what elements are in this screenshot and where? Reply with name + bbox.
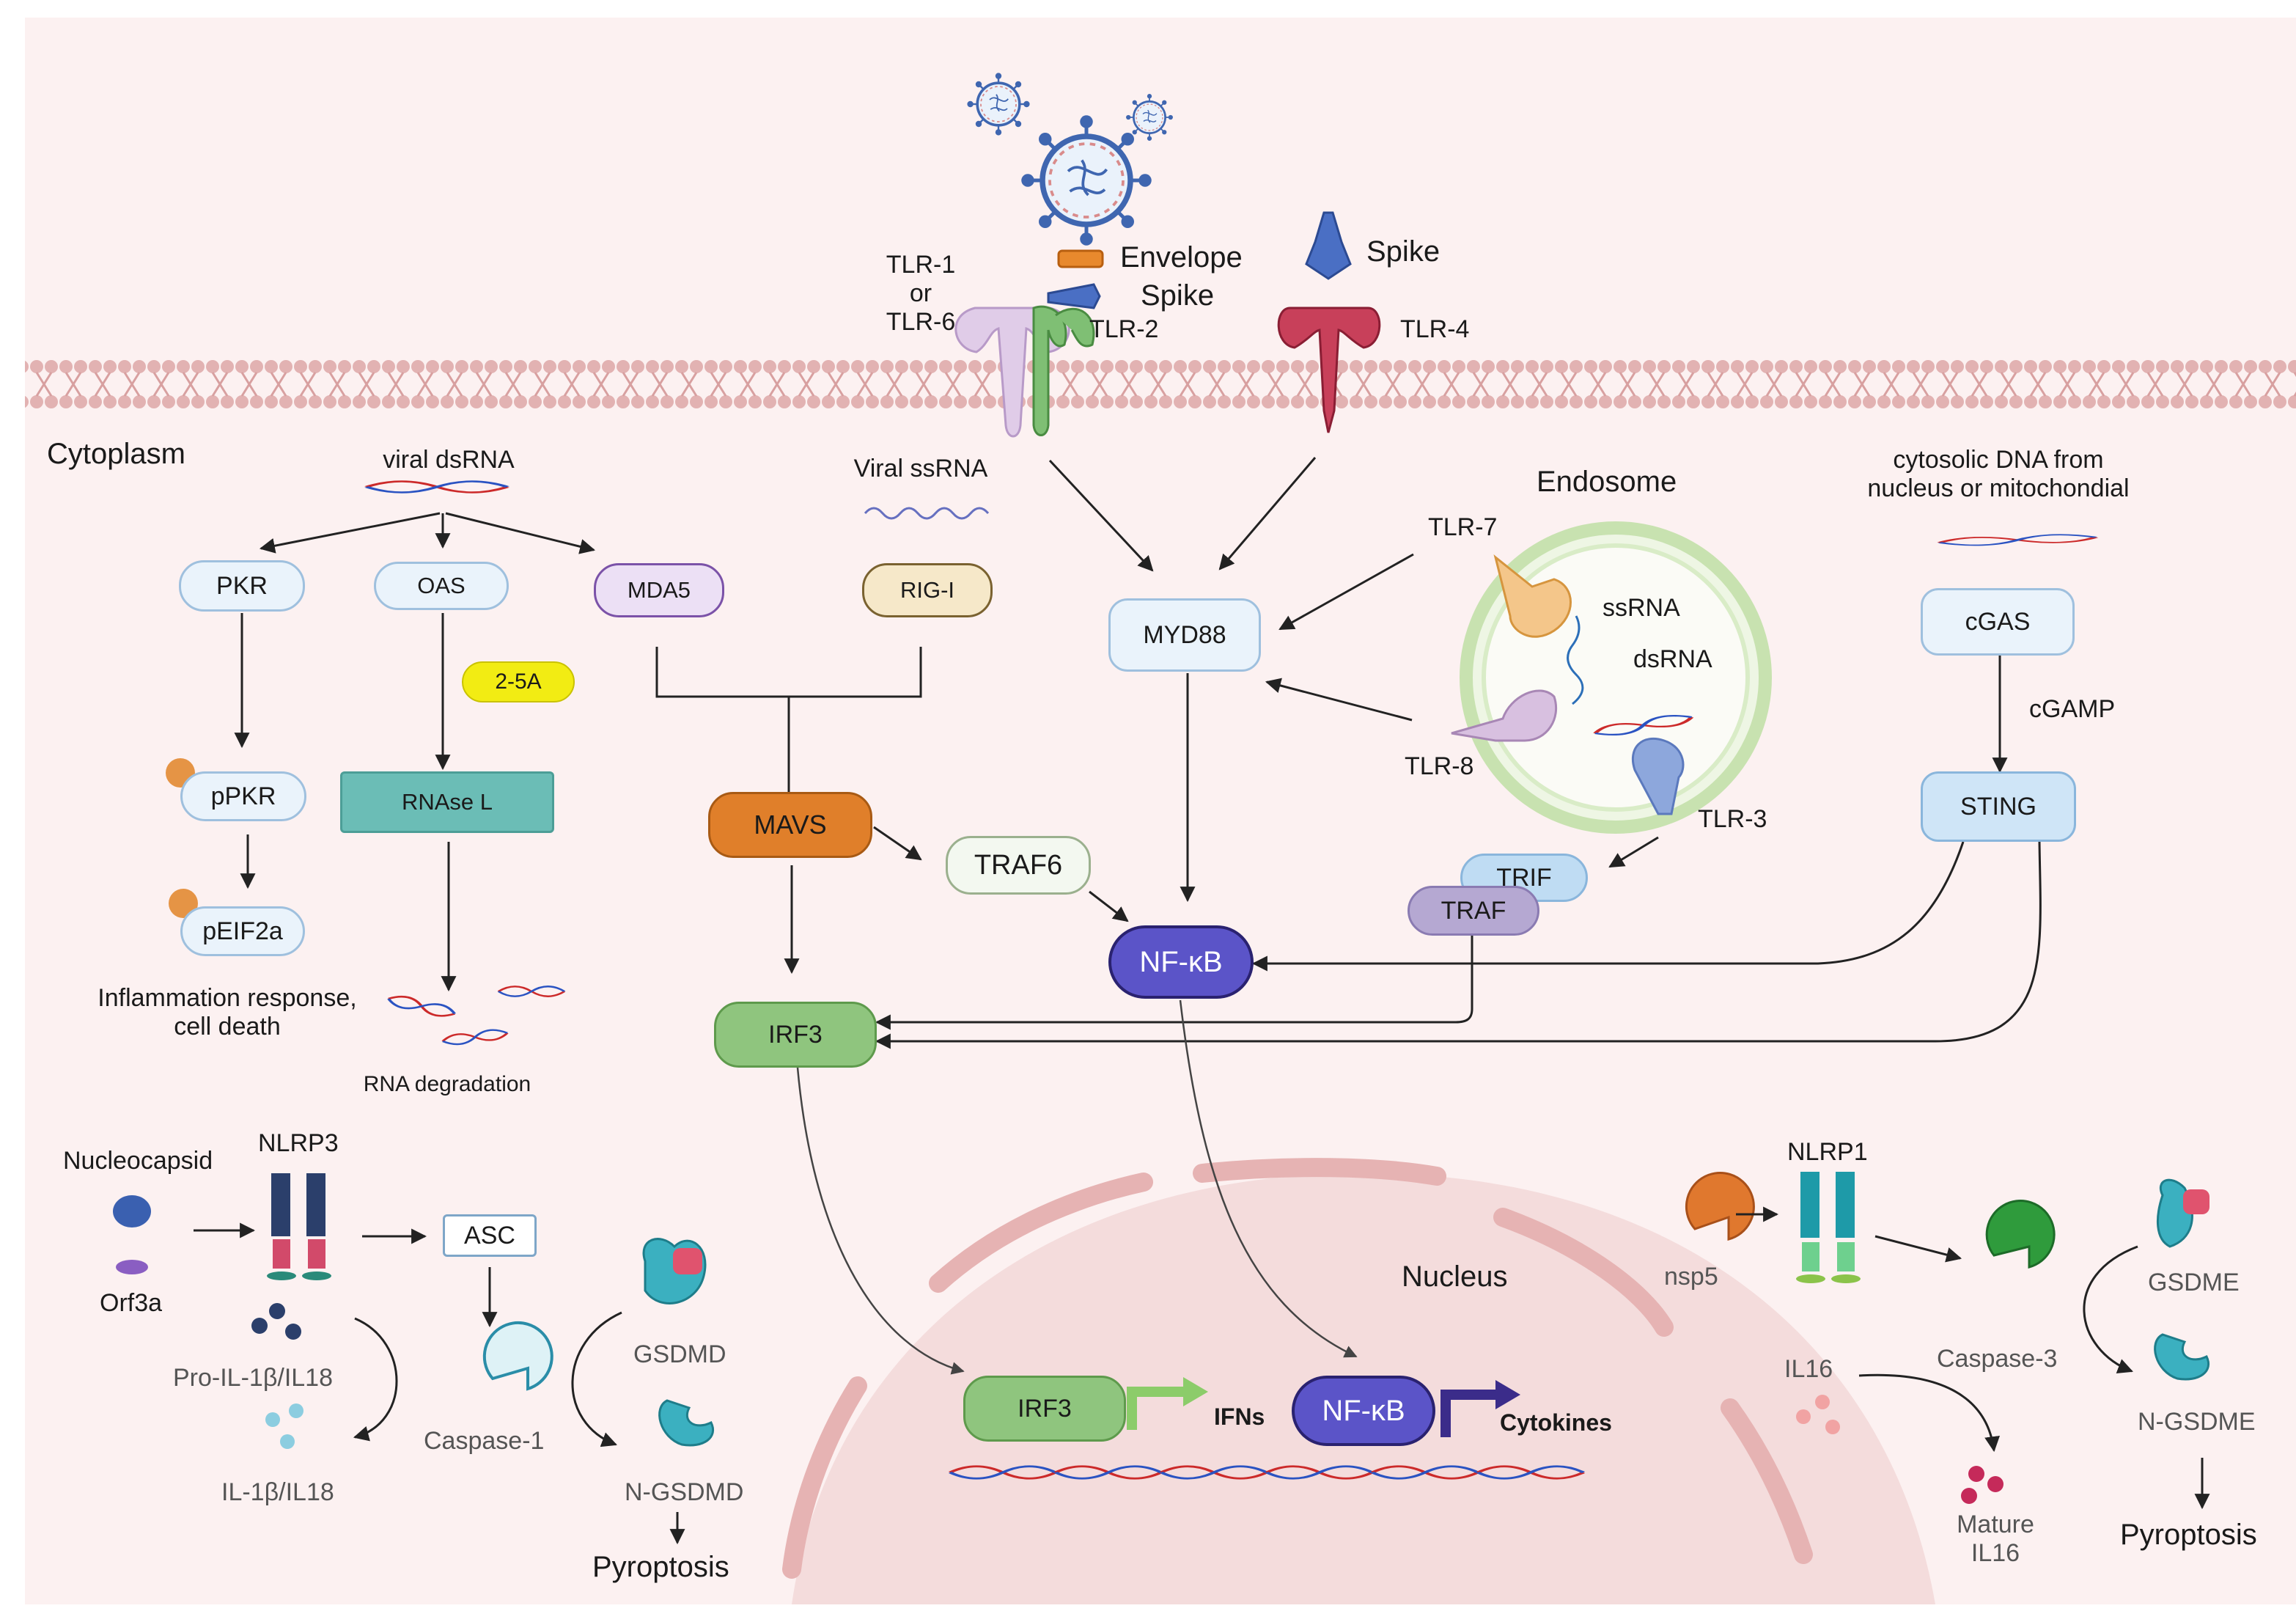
- endosome-icon: [1451, 521, 1772, 834]
- ssrna-icon: [864, 507, 990, 520]
- tlr3-label: TLR-3: [1698, 805, 1767, 833]
- caspase-icon: [482, 1171, 2056, 1391]
- il1b-label: IL-1β/IL18: [221, 1478, 334, 1506]
- cgamp-label: cGAMP: [2029, 695, 2116, 723]
- peif2a-node: pEIF2a: [180, 906, 305, 956]
- endosome-label: Endosome: [1537, 466, 1677, 498]
- gsdm-icon: [642, 1178, 2209, 1447]
- pro-il1b-label: Pro-IL-1β/IL18: [173, 1364, 333, 1392]
- asc-node: ASC: [443, 1214, 537, 1257]
- rnase-l-node: RNAse L: [340, 771, 554, 833]
- rig-i-node: RIG-I: [862, 563, 993, 617]
- nucleocapsid-label: Nucleocapsid: [63, 1147, 213, 1175]
- spike-label-tlr4: Spike: [1366, 235, 1440, 268]
- mda5-node: MDA5: [594, 563, 724, 617]
- cell-membrane: [25, 359, 2296, 409]
- inflammasome-icon: [267, 1172, 1861, 1283]
- viral-dsrna-label: viral dsRNA: [383, 446, 515, 474]
- envelope-protein-icon: [1057, 249, 1104, 268]
- viral-ssrna-label: Viral ssRNA: [853, 455, 988, 482]
- oas-node: OAS: [374, 562, 509, 610]
- caspase3-label: Caspase-3: [1937, 1345, 2058, 1373]
- spike-protein-icon: [1047, 211, 1352, 309]
- tlr7-label: TLR-7: [1428, 513, 1498, 541]
- orf3a-label: Orf3a: [100, 1289, 163, 1317]
- traf6-node: TRAF6: [946, 836, 1091, 895]
- myd88-node: MYD88: [1108, 598, 1261, 672]
- pyroptosis-right-label: Pyroptosis: [2120, 1519, 2257, 1551]
- nucleus-label: Nucleus: [1402, 1260, 1508, 1293]
- cgas-node: cGAS: [1921, 588, 2075, 656]
- tlr4-label: TLR-4: [1400, 315, 1470, 343]
- nsp5-label: nsp5: [1664, 1263, 1718, 1291]
- mavs-node: MAVS: [708, 792, 872, 858]
- pkr-node: PKR: [179, 560, 305, 612]
- inflammation-label: Inflammation response, cell death: [97, 984, 357, 1041]
- dsrna-label: dsRNA: [1633, 645, 1712, 673]
- cytoplasm-label: Cytoplasm: [47, 438, 185, 470]
- tlr1-tlr6-label: TLR-1 or TLR-6: [886, 251, 956, 337]
- cytokine-dots-icon: [113, 758, 2004, 1504]
- mature-il16-label: Mature IL16: [1957, 1511, 2034, 1568]
- tlr-receptor-icon: [954, 305, 1381, 438]
- traf-node: TRAF: [1408, 886, 1539, 936]
- envelope-label: Envelope: [1120, 241, 1243, 274]
- n-gsdmd-label: N-GSDMD: [625, 1478, 744, 1506]
- il16-label: IL16: [1784, 1355, 1833, 1383]
- nuclear-irf3-node: IRF3: [963, 1376, 1126, 1442]
- nf-kb-node: NF-κB: [1108, 925, 1254, 999]
- sting-node: STING: [1921, 771, 2076, 842]
- nuclear-nf-kb-node: NF-κB: [1292, 1376, 1435, 1446]
- n-gsdme-label: N-GSDME: [2138, 1408, 2256, 1436]
- ifns-label: IFNs: [1214, 1403, 1265, 1430]
- tlr8-label: TLR-8: [1405, 752, 1474, 780]
- nlrp1-label: NLRP1: [1787, 1138, 1868, 1166]
- cytokines-label: Cytokines: [1500, 1409, 1612, 1436]
- promoter-arrow-icon: [1127, 1377, 1520, 1437]
- spike-label-tlr2: Spike: [1141, 279, 1215, 312]
- cytosolic-dna-label: cytosolic DNA from nucleus or mitochondi…: [1867, 446, 2130, 503]
- translocation-arrows: [796, 999, 1358, 1375]
- nlrp3-label: NLRP3: [258, 1129, 339, 1157]
- tlr2-label: TLR-2: [1089, 315, 1159, 343]
- ssrna-label: ssRNA: [1603, 594, 1680, 622]
- gsdme-label: GSDME: [2148, 1269, 2240, 1296]
- gsdmd-label: GSDMD: [633, 1340, 726, 1368]
- irf3-node: IRF3: [714, 1002, 877, 1068]
- caspase1-label: Caspase-1: [424, 1427, 545, 1455]
- pathway-arrows: [194, 457, 2210, 1545]
- two-5a-node: 2-5A: [462, 661, 575, 702]
- ppkr-node: pPKR: [180, 771, 306, 821]
- pyroptosis-left-label: Pyroptosis: [592, 1551, 729, 1583]
- rna-degradation-label: RNA degradation: [363, 1072, 531, 1096]
